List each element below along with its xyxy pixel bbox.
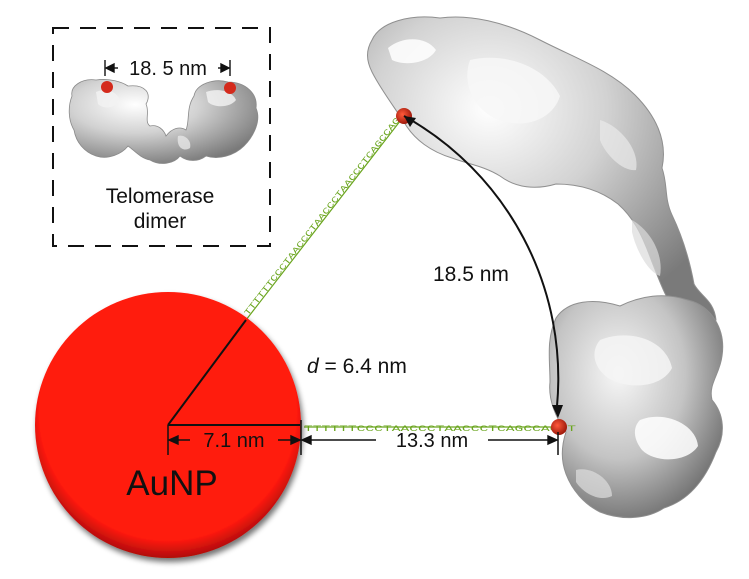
telomerase-lower-lobe [548,295,724,519]
dna-upper-strand [245,115,405,321]
dna-lower-sequence: TTTTTTCCCTAACCCTAACCCTCAGCCAGTT [304,424,576,434]
arc-arrowhead-bottom [552,405,563,418]
d-distance-label: d = 6.4 nm [307,355,407,378]
arc-distance-line [403,115,560,407]
arc-distance-label: 18.5 nm [433,263,509,286]
inset-caption-line1: Telomerase [106,185,215,208]
aunp-label: AuNP [126,464,217,503]
arc-arrowhead-top [404,116,416,127]
inset-caption-line2: dimer [134,210,187,233]
radius-label: 7.1 nm [203,430,264,452]
d-symbol: d [307,355,320,378]
inset-marker-left [101,81,113,93]
d-value: = 6.4 nm [319,355,407,378]
inset-distance-label: 18. 5 nm [129,58,207,80]
dna-upper-sequence: TTTTTTCCCTAACCCTAACCCTAACCCTCAGCCAGT [242,110,406,318]
radius-measure-arrow [167,434,302,446]
inset-marker-right [224,82,236,94]
center-to-upper-line [167,319,247,426]
gap-measure-arrow [300,434,559,446]
inset-dashed-border [52,27,271,247]
gap-label: 13.3 nm [396,430,468,452]
inset-panel: 18. 5 nm Telomerase dimer [52,27,271,247]
attachment-marker-lower [551,419,567,435]
inset-measure-arrow [104,60,231,76]
telomerase-dimer-model [367,16,724,519]
inset-dimer-shape [68,79,259,164]
